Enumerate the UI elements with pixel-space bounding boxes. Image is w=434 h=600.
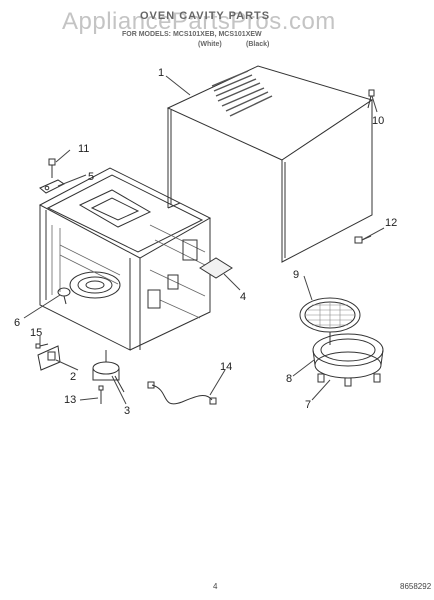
variant-white: (White) <box>198 41 222 48</box>
lamp-socket-part-6 <box>57 287 71 305</box>
callout-9: 9 <box>293 269 299 281</box>
callout-7: 7 <box>305 399 311 411</box>
callout-numbers: 1 2 3 4 5 6 7 8 9 10 11 12 13 14 15 <box>14 67 397 417</box>
cabinet-wrapper-part <box>166 65 374 263</box>
callout-12: 12 <box>385 217 397 229</box>
callout-14: 14 <box>220 361 232 373</box>
bracket-part-5 <box>39 179 65 194</box>
turntable-tray-part-9 <box>299 297 361 345</box>
roller-ring-part-8 <box>312 333 384 379</box>
screw-part-15 <box>35 343 49 349</box>
callout-3: 3 <box>124 405 130 417</box>
variant-black: (Black) <box>246 41 270 48</box>
callout-4: 4 <box>240 291 246 303</box>
motor-part-3 <box>92 350 125 393</box>
model-list: FOR MODELS: MCS101XEB, MCS101XEW <box>122 31 262 38</box>
pad-part-4 <box>199 257 233 279</box>
callout-15: 15 <box>30 327 42 339</box>
callout-5: 5 <box>88 171 94 183</box>
callout-1: 1 <box>158 67 164 79</box>
wire-harness-part-14 <box>147 381 217 405</box>
callout-6: 6 <box>14 317 20 329</box>
diagram-title: OVEN CAVITY PARTS <box>140 10 271 22</box>
screw-part-13 <box>98 385 104 404</box>
leader-lines <box>23 75 385 405</box>
callout-10: 10 <box>372 115 384 127</box>
callout-8: 8 <box>286 373 292 385</box>
screw-part-10 <box>367 89 375 109</box>
plate-part-2 <box>37 345 61 371</box>
page-number: 4 <box>213 582 218 591</box>
callout-2: 2 <box>70 371 76 383</box>
screw-part-11 <box>48 158 56 178</box>
document-code: 8658292 <box>400 582 432 591</box>
oven-cavity-assembly <box>38 167 212 351</box>
support-base-part-7 <box>317 373 381 387</box>
callout-13: 13 <box>64 394 76 406</box>
callout-11: 11 <box>78 143 89 155</box>
site-watermark: AppliancePartsPros.com <box>62 8 336 35</box>
